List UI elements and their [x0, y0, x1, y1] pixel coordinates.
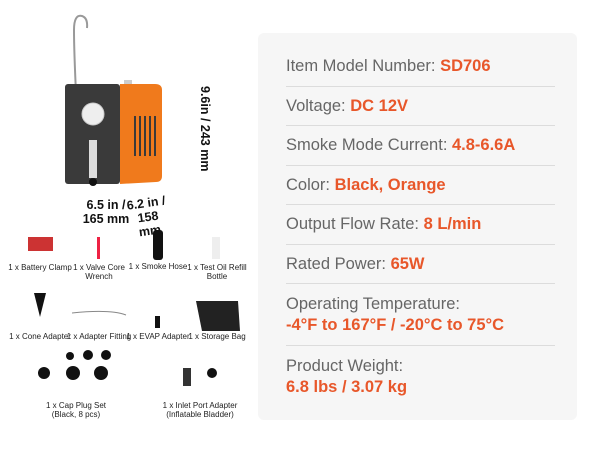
spec-label: Smoke Mode Current: — [286, 136, 452, 154]
smoke-machine-image — [65, 14, 162, 186]
spec-label: Rated Power: — [286, 254, 391, 273]
accessory-label: 1 x Valve Core Wrench — [73, 263, 125, 281]
spec-power: Rated Power: 65W — [286, 245, 555, 284]
height-dimension: 9.6in / 243 mm — [198, 86, 212, 172]
spec-weight: Product Weight: 6.8 lbs / 3.07 kg — [286, 346, 555, 408]
spec-label: Item Model Number: — [286, 57, 441, 75]
spec-value: 6.8 lbs / 3.07 kg — [286, 378, 408, 396]
spec-voltage: Voltage: DC 12V — [286, 87, 555, 126]
spec-model: Item Model Number: SD706 — [286, 33, 555, 87]
spec-label: Color: — [286, 175, 335, 194]
specifications-card: Item Model Number: SD706 Voltage: DC 12V… — [258, 33, 577, 420]
spec-value: 65W — [390, 254, 425, 273]
accessory-label: 1 x Cone Adapter — [9, 332, 71, 341]
accessory-label: 1 x Storage Bag — [188, 332, 246, 341]
spec-value: Black, Orange — [334, 175, 446, 194]
spec-temperature: Operating Temperature: -4°F to 167°F / -2… — [286, 284, 555, 346]
accessory-label: 1 x Smoke Hose — [128, 262, 188, 271]
spec-color: Color: Black, Orange — [286, 166, 555, 205]
spec-value: 8 L/min — [423, 215, 482, 233]
spec-value: 4.8-6.6A — [451, 136, 516, 154]
accessory-label: 1 x EVAP Adapter — [126, 332, 190, 341]
accessory-label: 1 x Test Oil Refill Bottle — [187, 263, 247, 281]
spec-value: DC 12V — [350, 96, 409, 115]
accessory-label: 1 x Adapter Fitting — [66, 332, 132, 341]
width-dimension: 6.5 in / 165 mm — [82, 198, 130, 226]
spec-current: Smoke Mode Current: 4.8-6.6A — [286, 126, 555, 166]
spec-label: Product Weight: — [286, 357, 404, 375]
accessory-label: 1 x Battery Clamp — [8, 263, 72, 272]
accessory-images — [28, 230, 240, 386]
spec-value: -4°F to 167°F / -20°C to 75°C — [286, 315, 505, 334]
accessory-label: 1 x Cap Plug Set (Black, 8 pcs) — [45, 401, 107, 419]
spec-label: Output Flow Rate: — [286, 215, 424, 233]
spec-label: Voltage: — [286, 96, 351, 115]
spec-label: Operating Temperature: — [286, 294, 460, 313]
spec-value: SD706 — [440, 57, 491, 75]
accessory-label: 1 x Inlet Port Adapter (Inflatable Bladd… — [162, 401, 238, 419]
spec-flow-rate: Output Flow Rate: 8 L/min — [286, 205, 555, 245]
